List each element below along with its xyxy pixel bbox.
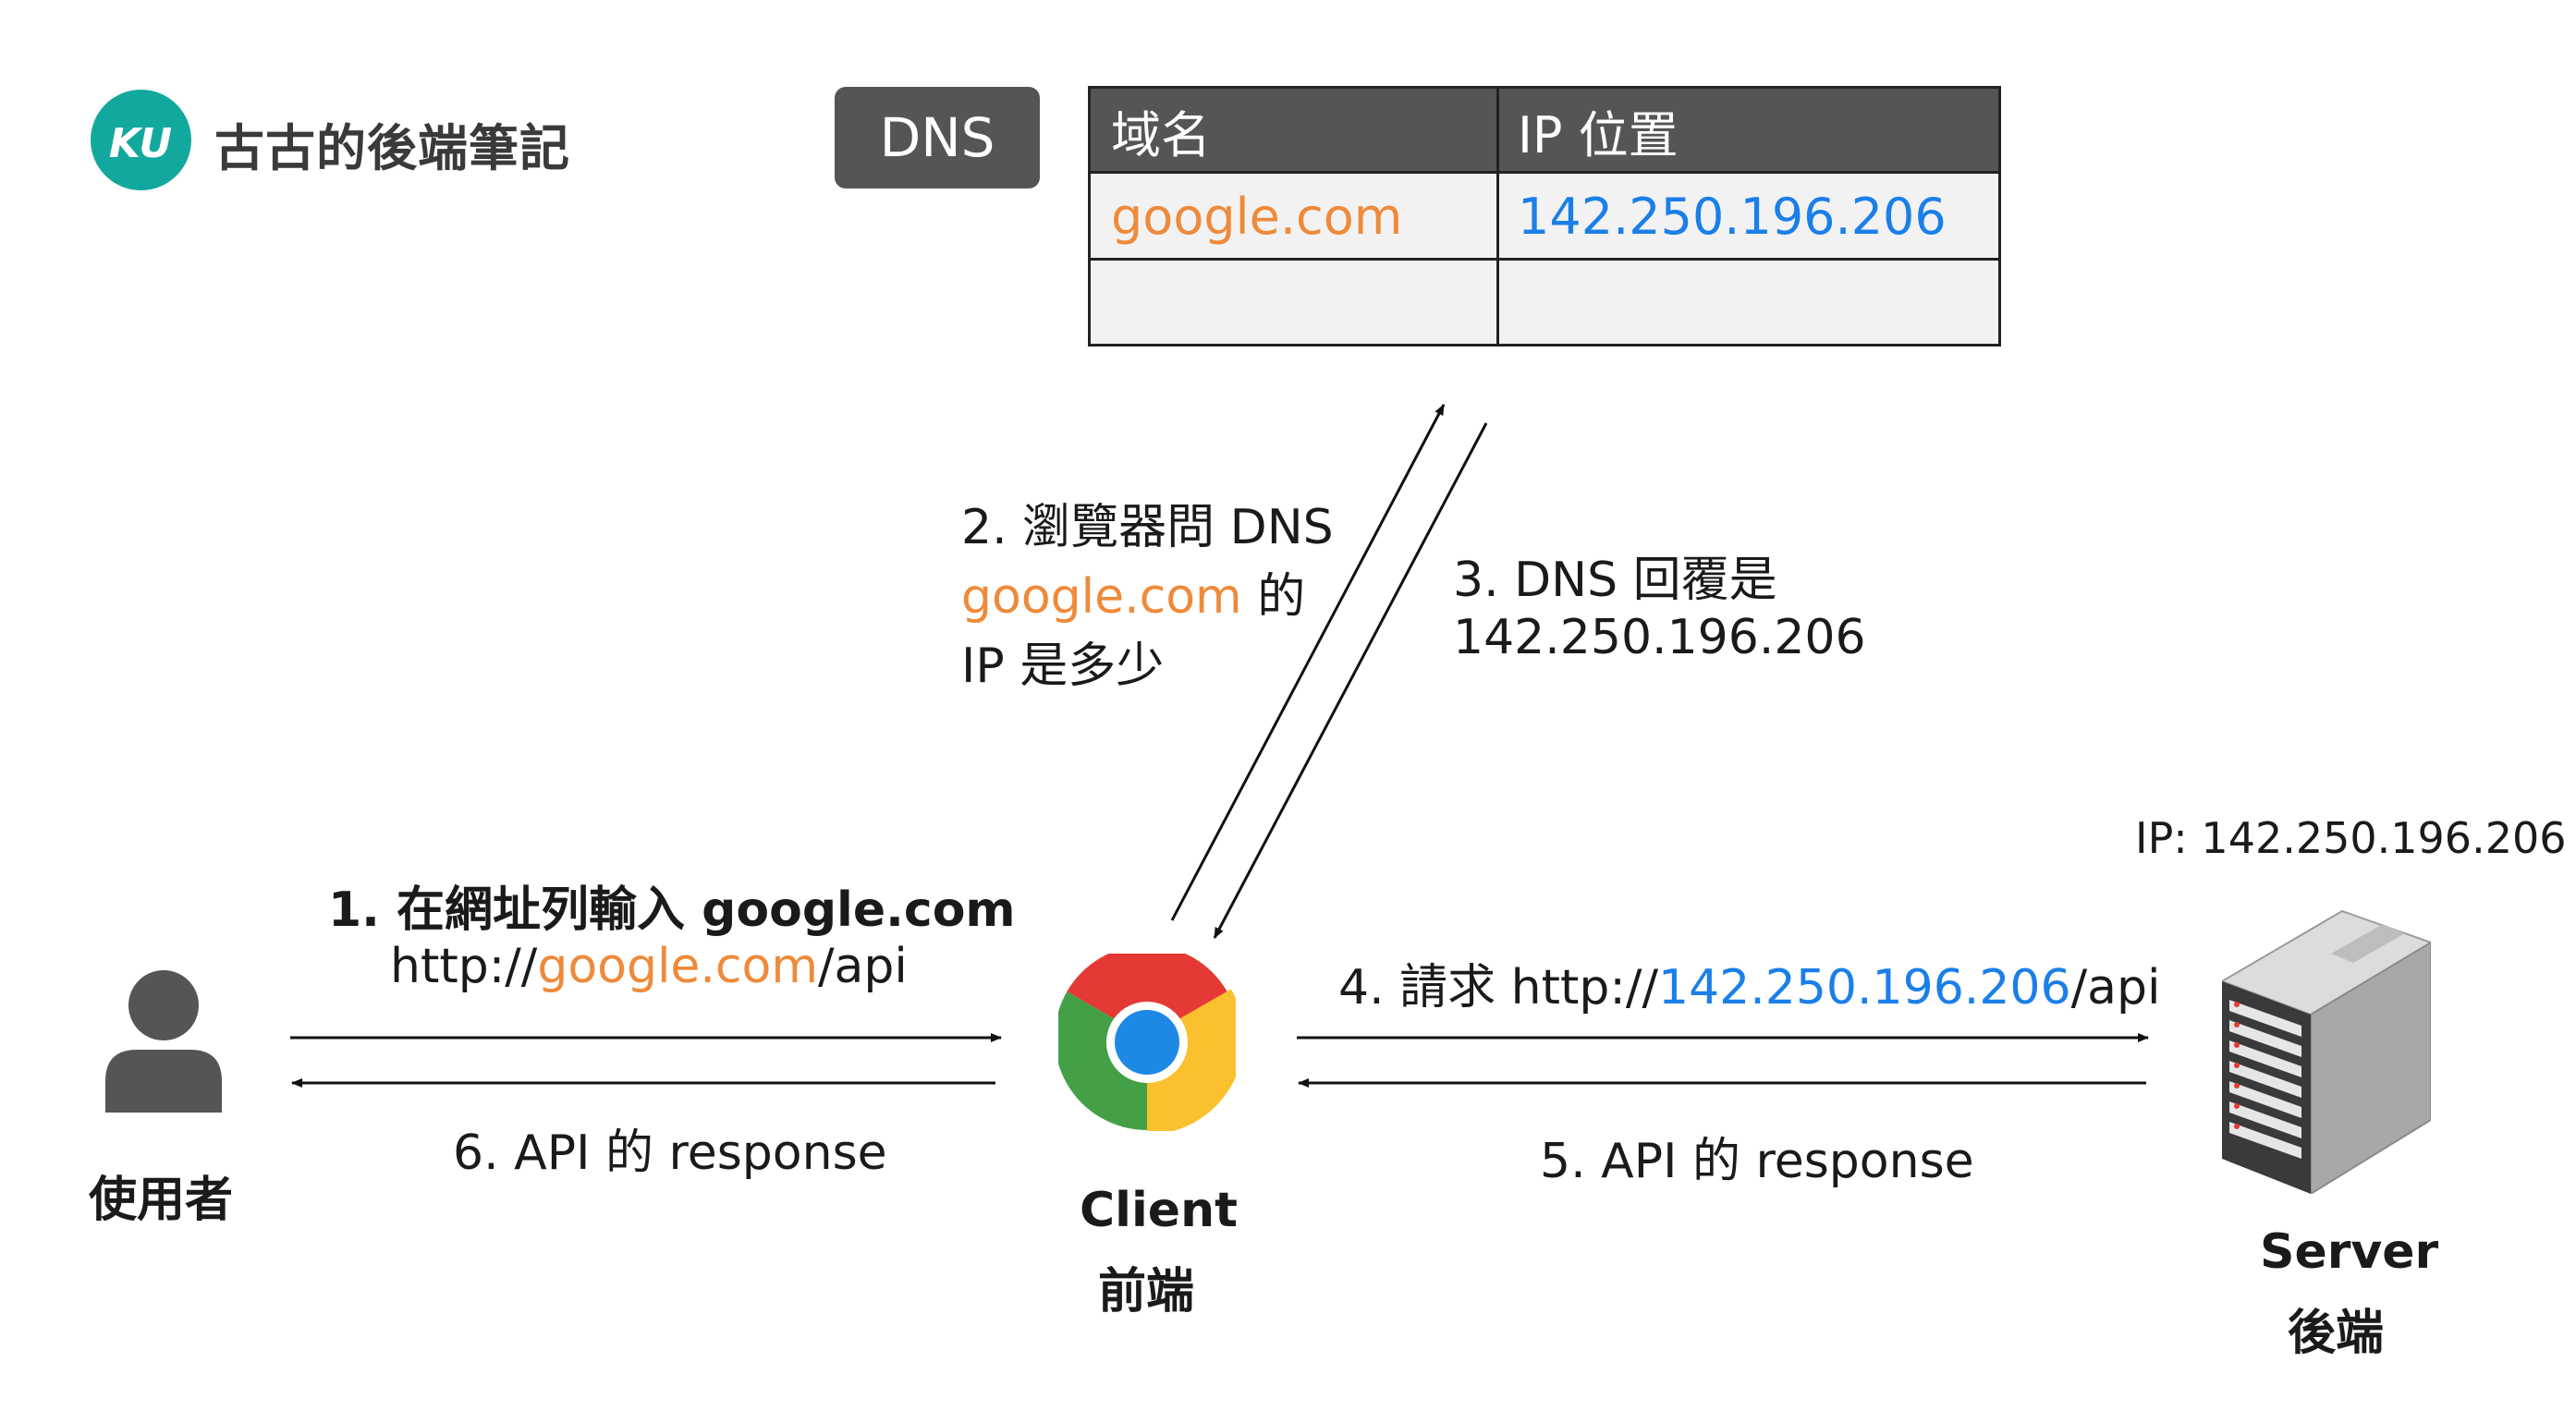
step1-url-suffix: /api <box>817 939 908 994</box>
step5-label: 5. API 的 response <box>1540 1134 1974 1189</box>
step2-line1: 2. 瀏覽器問 DNS <box>961 500 1334 555</box>
dns-table-divider <box>1496 89 1499 344</box>
step2-line2-suffix: 的 <box>1241 569 1306 625</box>
step2-line3: IP 是多少 <box>961 639 1165 694</box>
dns-table-cell-empty-ip <box>1497 260 1998 344</box>
brand-logo: KU <box>91 90 191 190</box>
step3-line1: 3. DNS 回覆是 <box>1453 553 1777 608</box>
dns-table-header-domain: 域名 <box>1091 89 1497 173</box>
step6-label: 6. API 的 response <box>453 1125 887 1181</box>
dns-table-header-ip: IP 位置 <box>1497 89 1998 173</box>
client-label-zh: 前端 <box>1098 1264 1195 1320</box>
user-icon <box>105 970 222 1113</box>
server-label-en: Server <box>2260 1224 2439 1280</box>
dns-badge: DNS <box>835 87 1040 189</box>
server-icon <box>2222 909 2431 1194</box>
step3-ip: 142.250.196.206 <box>1453 610 1866 665</box>
svg-text:KU: KU <box>109 120 172 167</box>
dns-table-divider <box>1091 171 1998 174</box>
brand-name: 古古的後端筆記 <box>214 119 570 177</box>
step4-label: 4. 請求 http://142.250.196.206/api <box>1338 948 2160 1017</box>
arrow-dns-to-client <box>1213 422 1488 939</box>
server-label-zh: 後端 <box>2288 1306 2385 1361</box>
chrome-icon <box>1058 954 1236 1131</box>
dns-table-cell-ip: 142.250.196.206 <box>1497 173 1998 260</box>
step4-suffix: /api <box>2070 960 2161 1016</box>
dns-table: 域名 IP 位置 google.com 142.250.196.206 <box>1088 86 2001 347</box>
step1-url: http://google.com/api <box>390 939 908 994</box>
user-label: 使用者 <box>89 1173 234 1228</box>
step4-ip: 142.250.196.206 <box>1657 960 2071 1016</box>
step1-url-domain: google.com <box>537 939 818 994</box>
step2-domain: google.com <box>961 569 1242 625</box>
step4-prefix: 4. 請求 http:// <box>1338 960 1658 1016</box>
step1-url-prefix: http:// <box>390 939 538 994</box>
ku-logo-icon: KU <box>109 120 172 167</box>
server-ip-label: IP: 142.250.196.206 <box>2135 813 2567 863</box>
dns-table-cell-empty-domain <box>1091 260 1497 344</box>
arrow-client-to-dns <box>1170 404 1446 921</box>
step1-title: 1. 在網址列輸入 google.com <box>328 882 1016 938</box>
dns-table-divider <box>1091 258 1998 261</box>
step2-line2: google.com 的 <box>961 557 1305 626</box>
client-label-en: Client <box>1080 1183 1238 1238</box>
dns-table-cell-domain: google.com <box>1091 173 1497 260</box>
